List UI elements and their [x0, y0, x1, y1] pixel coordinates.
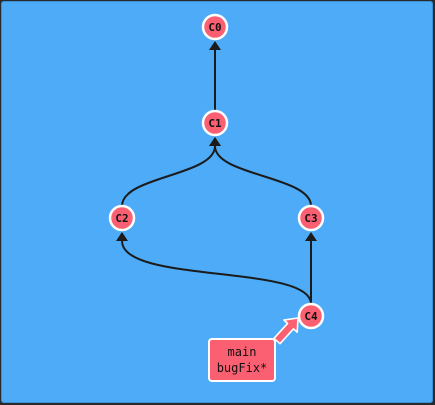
branch-label-bugfix: bugFix* [216, 361, 268, 375]
commit-node-c2[interactable]: C2 [108, 204, 136, 232]
edge-arrowhead-C4-to-C3 [305, 232, 317, 241]
branch-label-main: main [227, 345, 257, 359]
commit-node-c0[interactable]: C0 [201, 13, 229, 41]
commit-circle-c2[interactable] [108, 204, 136, 232]
edge-C2-to-C1 [121, 145, 216, 207]
commit-node-c3[interactable]: C3 [297, 204, 325, 232]
edge-arrowhead-C3-to-C1 [209, 137, 221, 146]
commit-circle-c1[interactable] [201, 109, 229, 137]
edge-arrowhead-C1-to-C0 [209, 41, 221, 50]
commit-label-c1: C1 [208, 117, 222, 130]
commit-edges [116, 41, 317, 305]
commit-label-c0: C0 [208, 21, 221, 34]
commit-node-c4[interactable]: C4 [297, 302, 325, 330]
branch-ref-pointer [273, 317, 299, 345]
edge-arrowhead-C4-to-C2 [116, 232, 128, 241]
commit-circle-c3[interactable] [297, 204, 325, 232]
commit-node-c1[interactable]: C1 [201, 109, 229, 137]
branch-pointer-arrow [273, 317, 299, 345]
commit-label-c4: C4 [304, 310, 318, 323]
commit-label-c3: C3 [304, 212, 317, 225]
branch-tag[interactable]: main bugFix* [208, 338, 276, 382]
commit-label-c2: C2 [115, 212, 128, 225]
commit-circle-c0[interactable] [201, 13, 229, 41]
commit-circle-c4[interactable] [297, 302, 325, 330]
edge-C4-to-C2 [121, 240, 312, 305]
edge-C3-to-C1 [214, 145, 312, 207]
